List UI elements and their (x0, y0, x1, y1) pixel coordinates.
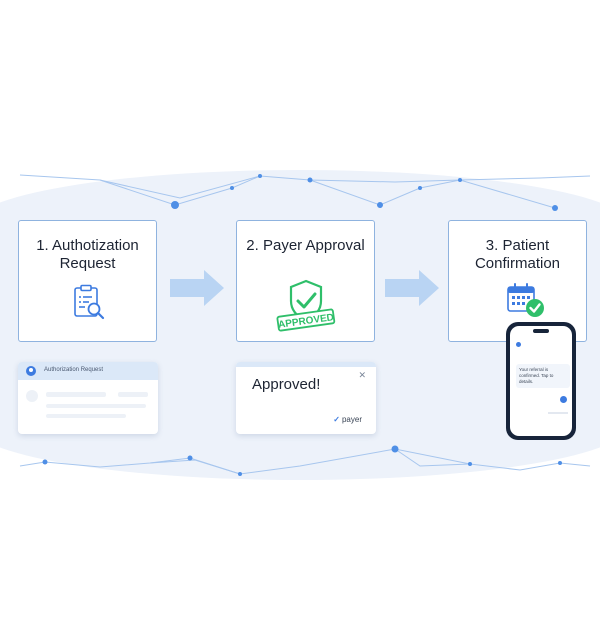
payer-logo: ✓payer (333, 415, 362, 424)
avatar-icon (26, 366, 36, 376)
step-patient-confirmation: 3. Patient Confirmation (448, 220, 587, 342)
send-icon[interactable] (560, 396, 567, 403)
step-title: 2. Payer Approval (246, 237, 365, 254)
arrow-right-icon (170, 268, 226, 313)
placeholder-line (548, 412, 568, 414)
clipboard-search-icon (19, 283, 156, 328)
notification-message[interactable]: Your referral is confirmed. Tap to detai… (516, 364, 570, 388)
placeholder-line (118, 392, 148, 397)
payer-mark-icon: ✓ (333, 415, 340, 424)
phone-mockup: Your referral is confirmed. Tap to detai… (506, 322, 576, 440)
placeholder-avatar (26, 390, 38, 402)
approved-card: Approved! ✕ ✓payer (236, 362, 376, 434)
phone-notch (533, 329, 549, 333)
step-payer-approval: 2. Payer Approval APPROVED (236, 220, 375, 342)
placeholder-line (46, 392, 106, 397)
phone-screen: Your referral is confirmed. Tap to detai… (510, 326, 572, 436)
shield-check-icon: APPROVED (237, 277, 374, 338)
authorization-request-card: Authorization Request (18, 362, 158, 434)
step-title: 3. Patient Confirmation (474, 237, 561, 272)
placeholder-line (46, 404, 146, 408)
step-authorization-request: 1. Authotization Request (18, 220, 157, 342)
notification-dot-icon (516, 342, 521, 347)
arrow-right-icon (385, 268, 441, 313)
close-icon[interactable]: ✕ (358, 370, 366, 380)
step-title: 1. Authotization Request (36, 237, 139, 272)
card-header: Authorization Request (18, 362, 158, 380)
approved-title: Approved! (252, 376, 321, 393)
placeholder-line (46, 414, 126, 418)
calendar-check-icon (505, 281, 586, 326)
card-title: Authorization Request (44, 367, 104, 373)
